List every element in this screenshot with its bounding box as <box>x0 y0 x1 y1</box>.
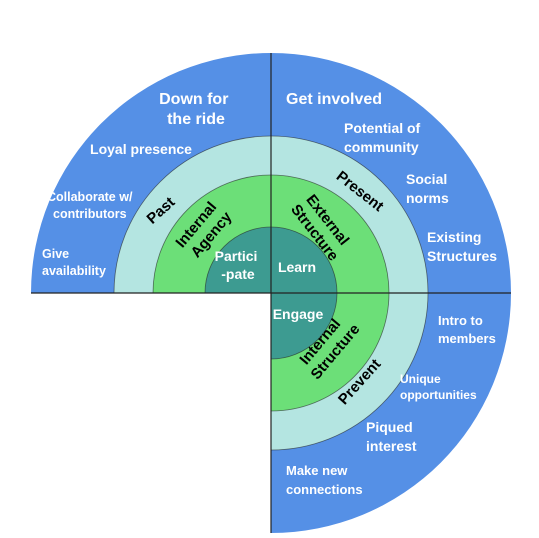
present-item-social-norms: Social norms <box>406 171 451 206</box>
prevent-item-make-new-connections: Make new connections <box>286 463 363 497</box>
past-item-down-for-the-ride: Down for the ride <box>159 91 233 128</box>
prevent-item-intro-to-members: Intro to members <box>438 313 496 346</box>
core-label-participate: Partici -pate <box>215 248 262 282</box>
past-item-loyal-presence: Loyal presence <box>90 141 192 157</box>
present-item-existing-structures: Existing Structures <box>427 229 497 264</box>
core-label-learn: Learn <box>278 259 316 275</box>
present-item-get-involved: Get involved <box>286 91 382 108</box>
prevent-item-piqued-interest: Piqued interest <box>366 419 417 454</box>
core-label-engage: Engage <box>273 306 324 322</box>
past-item-collaborate: Collaborate w/ contributors <box>47 190 136 221</box>
past-item-give-availability: Give availability <box>42 247 106 278</box>
present-item-potential-of-community: Potential of community <box>344 120 424 155</box>
prevent-item-unique-opportunities: Unique opportunities <box>400 372 477 402</box>
